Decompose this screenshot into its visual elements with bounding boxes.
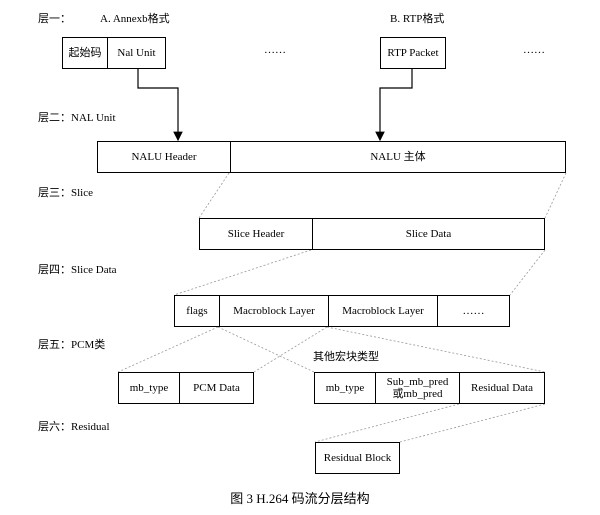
slice-box: Slice Header Slice Data: [199, 218, 545, 250]
rtp-packet-box: RTP Packet: [380, 37, 446, 69]
residual-block-box: Residual Block: [315, 442, 400, 474]
slice-header-cell: Slice Header: [227, 228, 285, 240]
pcm-mb-type-cell: mb_type: [129, 382, 169, 394]
ellipsis-2: ……: [523, 44, 545, 56]
expand-line-3a: [117, 326, 219, 373]
slice-data-box: flags Macroblock Layer Macroblock Layer …: [174, 295, 510, 327]
pcm-box: mb_type PCM Data: [118, 372, 254, 404]
pcm-data-cell: PCM Data: [179, 373, 253, 403]
nalu-box: NALU Header NALU 主体: [97, 141, 566, 173]
figure-caption: 图 3 H.264 码流分层结构: [230, 491, 370, 506]
flags-cell: flags: [186, 305, 208, 317]
sub-mb-pred-cell: Sub_mb_pred 或mb_pred: [375, 373, 459, 403]
macroblock-layer-cell-1: Macroblock Layer: [219, 296, 328, 326]
slice-data-cell: Slice Data: [312, 219, 544, 249]
sub-mb-pred-line1: Sub_mb_pred: [386, 376, 449, 388]
ellipsis-cell: ……: [437, 296, 509, 326]
other-macroblock-types-note: 其他宏块类型: [313, 351, 379, 363]
macroblock-layer-cell-2: Macroblock Layer: [328, 296, 437, 326]
ellipsis-1: ……: [264, 44, 286, 56]
mb-type-cell: mb_type: [325, 382, 365, 394]
start-code-cell: 起始码: [68, 47, 102, 59]
format-rtp-label: B. RTP格式: [390, 13, 445, 25]
expand-line-2b: [509, 249, 546, 296]
format-annexb-label: A. Annexb格式: [100, 13, 170, 25]
layer-label-5: 层五：PCM类: [38, 339, 106, 351]
nalu-header-cell: NALU Header: [131, 151, 197, 163]
expand-line-2a: [173, 249, 312, 296]
annexb-unit-box: 起始码 Nal Unit: [62, 37, 166, 69]
macroblock-types-box: mb_type Sub_mb_pred 或mb_pred Residual Da…: [314, 372, 545, 404]
nalu-body-cell: NALU 主体: [230, 142, 565, 172]
layer-label-2: 层二：NAL Unit: [38, 112, 116, 124]
arrow-nal-unit: [137, 69, 183, 142]
expand-line-4b: [326, 326, 546, 373]
layer-label-3: 层三：Slice: [38, 187, 93, 199]
expand-line-1a: [198, 172, 230, 219]
nal-unit-cell: Nal Unit: [107, 38, 165, 68]
arrow-rtp-packet: [375, 69, 413, 142]
expand-line-5a: [314, 403, 460, 443]
sub-mb-pred-line2: 或mb_pred: [392, 388, 443, 400]
expand-line-5b: [399, 403, 546, 443]
residual-data-cell: Residual Data: [459, 373, 544, 403]
layer-label-6: 层六：Residual: [38, 421, 110, 433]
expand-line-4a: [217, 326, 315, 373]
layer-label-4: 层四：Slice Data: [38, 264, 117, 276]
layer-label-1: 层一：: [38, 13, 71, 25]
expand-line-1b: [544, 172, 567, 219]
